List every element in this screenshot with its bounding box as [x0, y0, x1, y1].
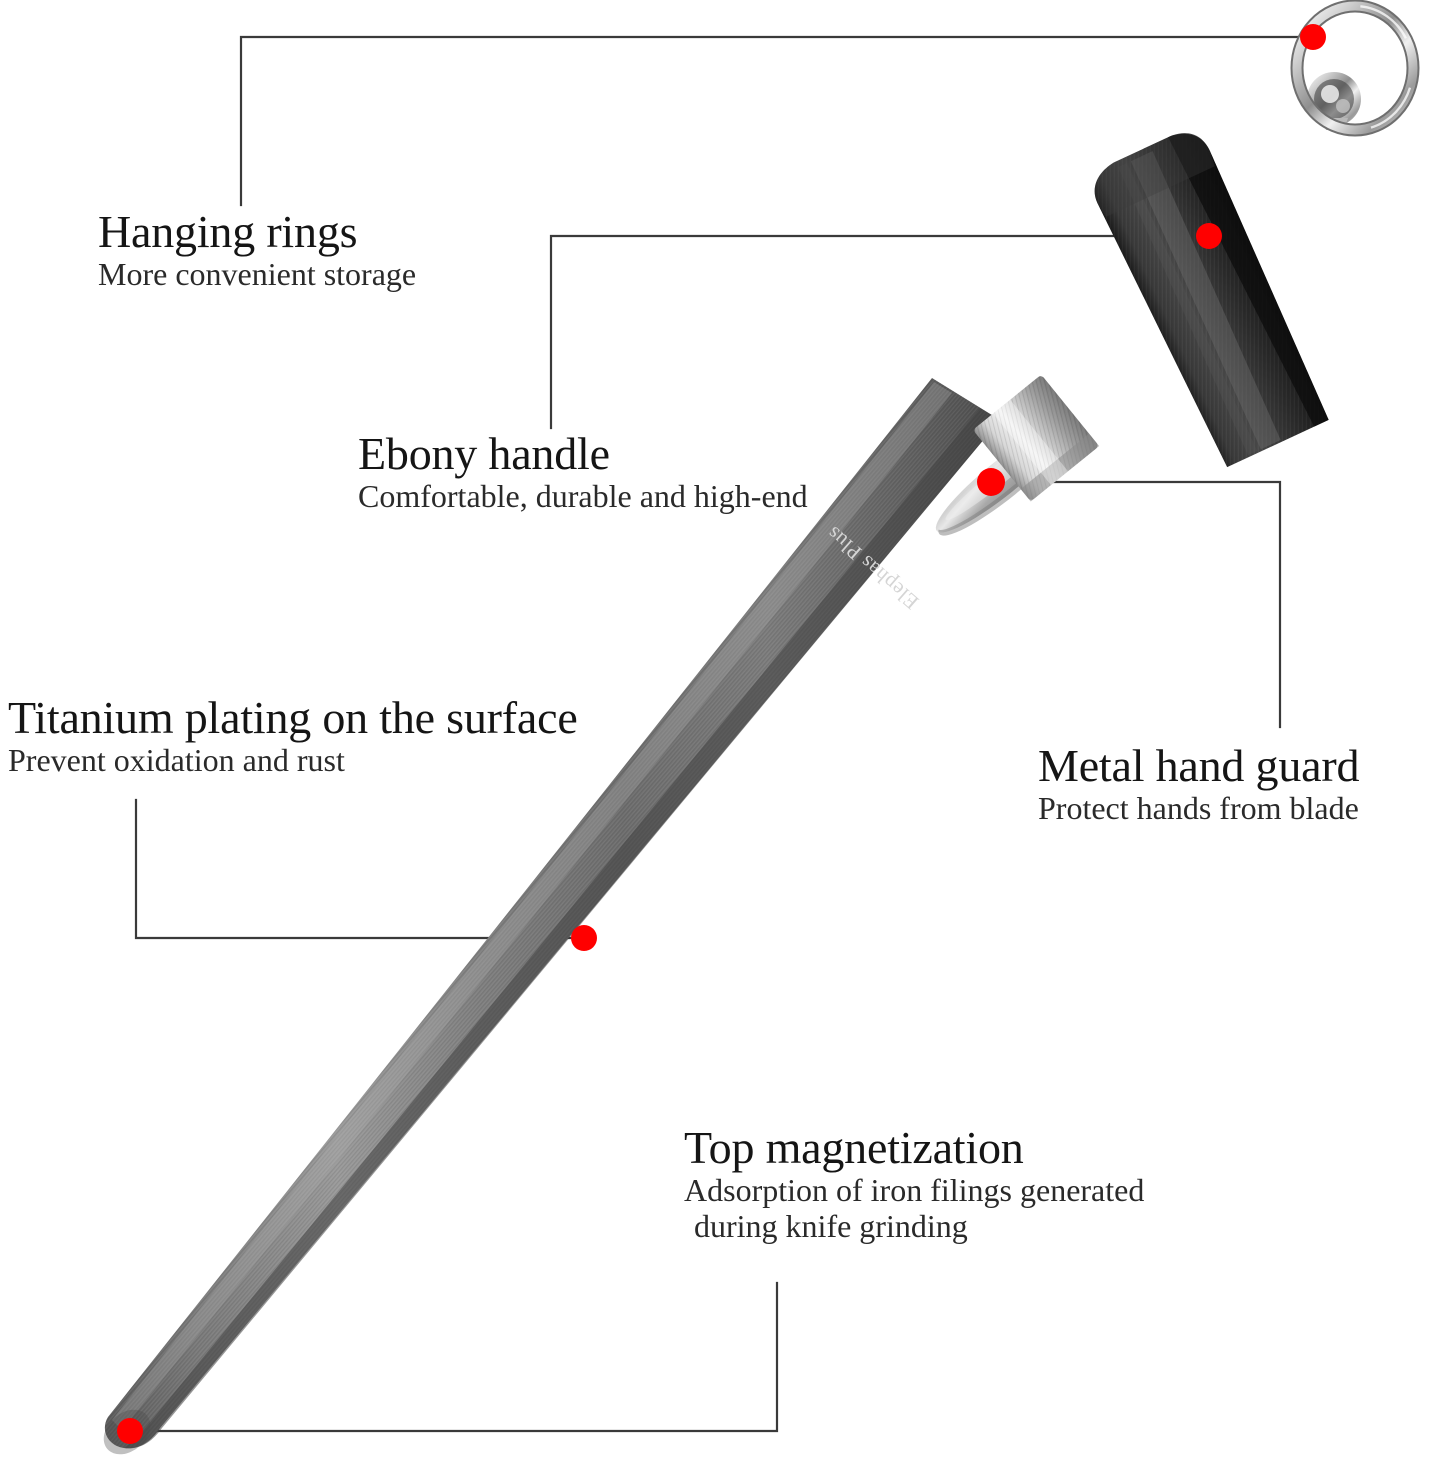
hanging-ring	[1290, 0, 1420, 137]
marker-dot-top-magnetization	[117, 1418, 143, 1444]
connector-lines	[130, 35, 1313, 1433]
callout-title-hanging-rings: Hanging rings	[98, 206, 358, 257]
callout-subtitle-top-magnetization: Adsorption of iron filings generated dur…	[684, 1172, 1145, 1245]
connector-hanging-rings	[239, 35, 1313, 207]
callout-metal-hand-guard: Metal hand guard Protect hands from blad…	[1038, 742, 1359, 827]
callout-subtitle-line-2: during knife grinding	[694, 1208, 968, 1245]
callout-title-ebony-handle: Ebony handle	[358, 428, 610, 479]
callout-subtitle-ebony-handle: Comfortable, durable and high-end	[358, 478, 808, 515]
callout-subtitle-hanging-rings: More convenient storage	[98, 256, 417, 293]
callout-subtitle-line-1: Adsorption of iron filings generated	[684, 1172, 1145, 1209]
marker-dot-titanium-plating	[571, 925, 597, 951]
ebony-handle	[1094, 133, 1329, 468]
callout-subtitle-metal-hand-guard: Protect hands from blade	[1038, 790, 1359, 827]
callout-ebony-handle: Ebony handle Comfortable, durable and hi…	[358, 430, 808, 515]
marker-dot-hanging-rings	[1300, 24, 1326, 50]
connector-metal-hand-guard	[991, 480, 1282, 729]
marker-dots	[117, 24, 1326, 1444]
connector-titanium-plating	[134, 798, 584, 940]
callout-title-metal-hand-guard: Metal hand guard	[1038, 740, 1360, 791]
callout-title-top-magnetization: Top magnetization	[684, 1122, 1024, 1173]
callout-titanium-plating: Titanium plating on the surface Prevent …	[8, 694, 578, 779]
silver-ferrule	[974, 376, 1100, 502]
marker-dot-ebony-handle	[1196, 223, 1222, 249]
marker-dot-metal-hand-guard	[977, 468, 1005, 496]
steel-rod	[103, 378, 1000, 1455]
connector-top-magnetization	[130, 1281, 779, 1433]
callout-title-titanium-plating: Titanium plating on the surface	[8, 692, 578, 743]
callout-top-magnetization: Top magnetization Adsorption of iron fil…	[684, 1124, 1144, 1245]
connector-ebony-handle	[549, 234, 1209, 430]
callout-subtitle-titanium-plating: Prevent oxidation and rust	[8, 742, 345, 779]
callout-hanging-rings: Hanging rings More convenient storage	[98, 208, 416, 293]
